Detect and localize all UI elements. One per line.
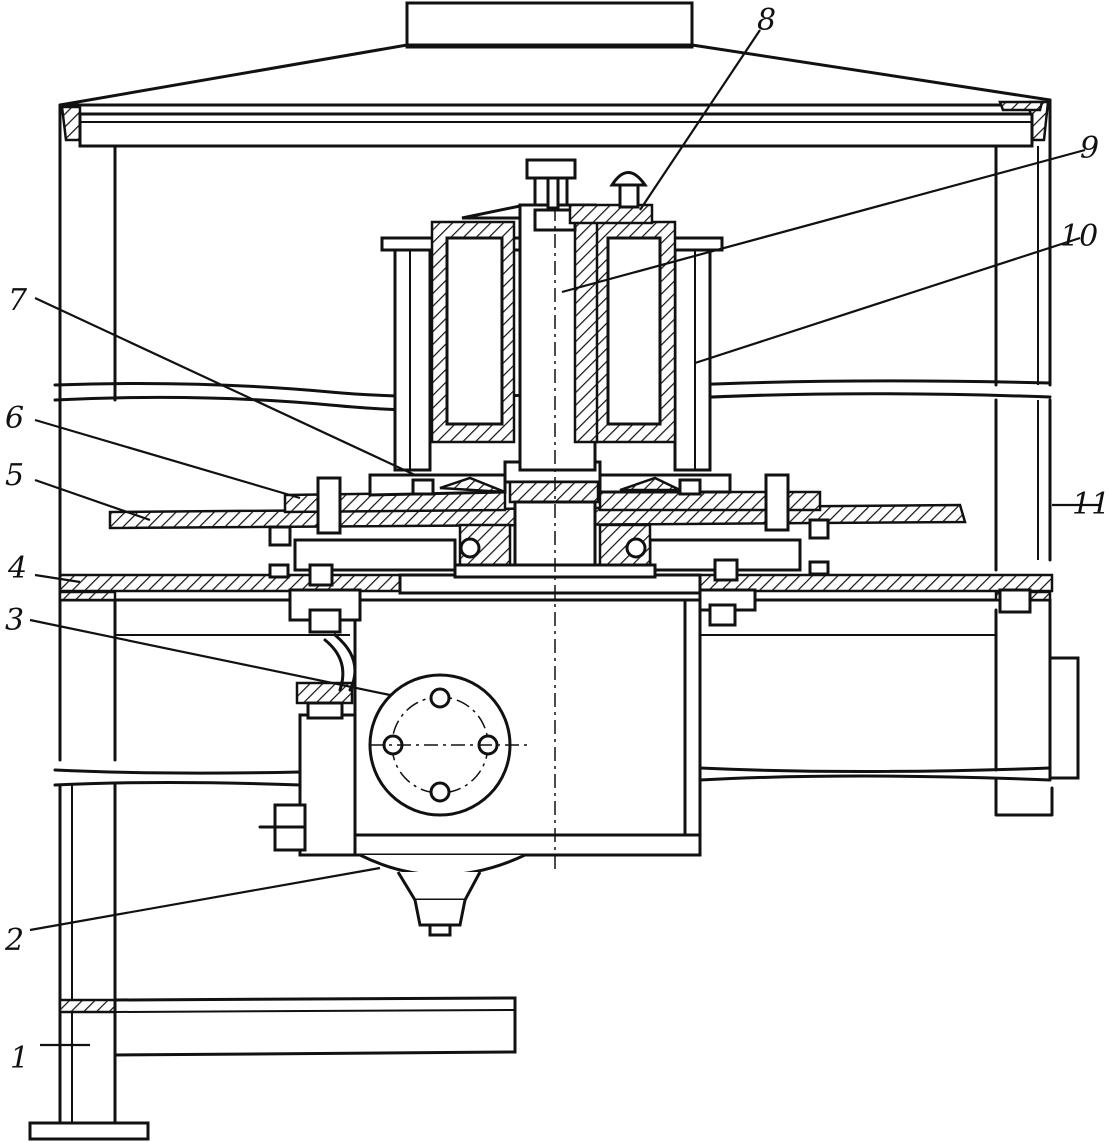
label-11: 11 [1072, 487, 1110, 522]
top-hood [58, 1, 1052, 148]
label-4: 4 [7, 551, 27, 586]
label-1: 1 [10, 1041, 29, 1076]
drive-motor [258, 608, 357, 857]
label-8: 8 [757, 3, 776, 38]
bottom-beam [58, 996, 517, 1057]
label-5: 5 [5, 458, 24, 493]
label-3: 3 [5, 603, 24, 638]
top-terminal-bolts [525, 158, 648, 210]
frame-right-post [688, 98, 1080, 817]
label-10: 10 [1060, 219, 1098, 254]
label-7: 7 [8, 283, 28, 318]
frame-left-post [28, 103, 702, 1141]
callout-numbers: 1 2 3 4 5 6 7 8 9 10 11 [4, 3, 1110, 1076]
coil-housing [380, 220, 724, 472]
label-9: 9 [1080, 131, 1099, 166]
central-core [461, 180, 654, 870]
label-2: 2 [4, 923, 24, 958]
bolts [268, 473, 830, 587]
label-6: 6 [5, 401, 24, 436]
leader-lines [29, 29, 1100, 1047]
base-plate [58, 573, 1054, 636]
gearbox-housing [288, 588, 757, 937]
